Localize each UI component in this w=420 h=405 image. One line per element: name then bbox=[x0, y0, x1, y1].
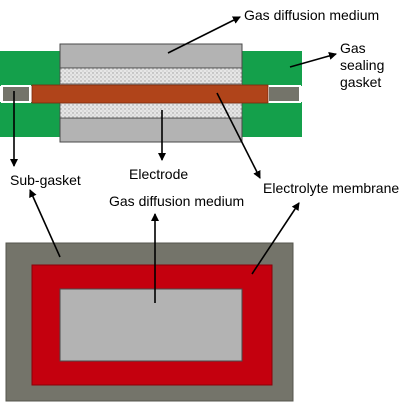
electrolyte-membrane-layer bbox=[31, 84, 269, 104]
sub-gasket-right bbox=[267, 85, 301, 103]
cross-section-view bbox=[0, 43, 302, 143]
sub-gasket-left bbox=[1, 85, 31, 103]
gas-diffusion-medium-label-bottom: Gas diffusion medium bbox=[109, 193, 245, 209]
arrow-electrolyte-membrane bbox=[216, 92, 261, 179]
electrolyte-membrane-label: Electrolyte membrane bbox=[263, 180, 400, 196]
arrow-gas-sealing-gasket bbox=[289, 52, 337, 68]
gas-sealing-gasket-label: Gas sealing gasket bbox=[340, 40, 385, 90]
gas-diffusion-medium-top-layer bbox=[59, 43, 243, 69]
gas-diffusion-medium-area bbox=[59, 288, 243, 362]
gas-sealing-gasket-right-top bbox=[242, 51, 302, 86]
gas-sealing-gasket-left-bottom bbox=[0, 102, 60, 137]
gas-diffusion-medium-label-top: Gas diffusion medium bbox=[244, 7, 380, 23]
gas-sealing-gasket-left-top bbox=[0, 51, 60, 86]
top-view bbox=[5, 242, 294, 402]
sub-gasket-label: Sub-gasket bbox=[10, 172, 81, 188]
arrow-electrolyte-membrane-frame bbox=[251, 202, 300, 275]
gas-diffusion-medium-bottom-layer bbox=[59, 117, 243, 143]
leader-arrows bbox=[10, 16, 337, 303]
electrode-bottom-layer bbox=[59, 102, 243, 119]
arrow-gas-diffusion-medium-top bbox=[167, 16, 241, 54]
electrode-label: Electrode bbox=[129, 166, 189, 182]
arrow-sub-gasket-frame bbox=[29, 189, 61, 258]
gas-sealing-gasket-right-bottom bbox=[242, 102, 302, 137]
electrode-top-layer bbox=[59, 67, 243, 85]
